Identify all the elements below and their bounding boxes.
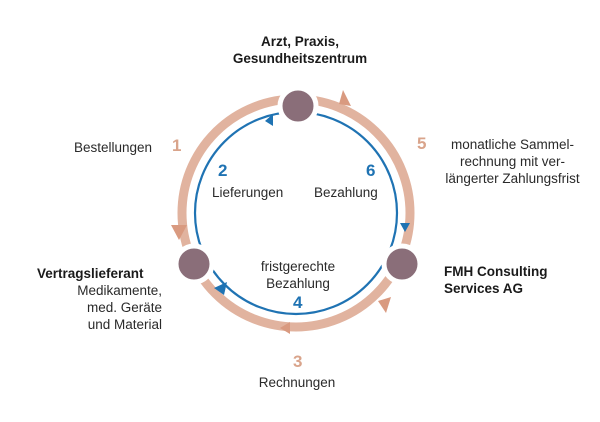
node-left	[173, 243, 215, 285]
inner-arrow-6	[400, 223, 410, 232]
outer-arrow-5	[339, 90, 351, 106]
node-right-label: FMH Consulting Services AG	[444, 264, 548, 296]
node-left-description: Medikamente, med. Geräte und Material	[77, 283, 162, 332]
step-2-number: 2	[218, 161, 228, 180]
node-top	[277, 85, 319, 127]
step-6-number: 6	[366, 161, 376, 180]
step-2-label: Lieferungen	[212, 185, 284, 200]
step-6-label: Bezahlung	[314, 185, 378, 200]
outer-arrow-1	[171, 225, 187, 240]
outer-arrow-from-right	[378, 297, 391, 313]
node-left-title: Vertragslieferant	[37, 266, 144, 281]
step-3-label: Rechnungen	[258, 375, 336, 390]
step-1-label: Bestellungen	[74, 140, 153, 155]
node-right	[381, 243, 423, 285]
step-4-label: fristgerechte Bezahlung	[260, 259, 336, 291]
step-3-number: 3	[293, 352, 303, 371]
step-5-number: 5	[417, 134, 427, 153]
inner-arrow-2	[265, 114, 273, 126]
step-1-number: 1	[172, 136, 182, 155]
inner-arrow-4	[214, 282, 227, 295]
outer-arrow-3	[280, 322, 290, 334]
node-top-label: Arzt, Praxis, Gesundheitszentrum	[232, 34, 368, 66]
step-5-label: monatliche Sammel- rechnung mit ver- län…	[445, 137, 580, 186]
step-4-number: 4	[293, 293, 303, 312]
